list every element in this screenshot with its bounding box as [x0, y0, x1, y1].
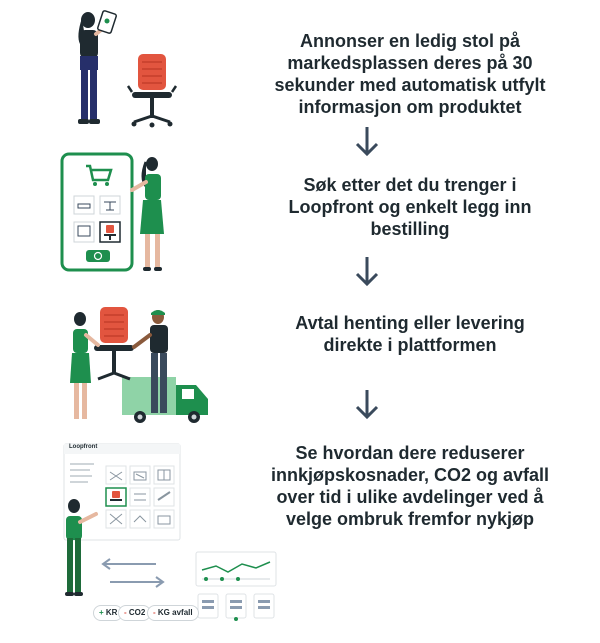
arrow-down-icon	[355, 127, 379, 157]
badge-kg-avfall: - KG avfall	[147, 605, 199, 621]
arrow-down-icon	[355, 390, 379, 420]
badge-co2: - CO2	[118, 605, 152, 621]
illustration-list-chair	[62, 8, 192, 133]
step-4-text: Se hvordan dere reduserer innkjøpskosnad…	[270, 443, 550, 529]
illustration-delivery	[62, 305, 214, 427]
dashboard-logo: Loopfront	[69, 444, 98, 450]
step-3-text: Avtal henting eller levering direkte i p…	[295, 313, 525, 355]
step-1-text: Annonser en ledig stol på markedsplassen…	[274, 31, 546, 117]
illustration-dashboard	[56, 442, 280, 638]
illustration-order-tablet	[60, 152, 172, 274]
step-2-text: Søk etter det du trenger i Loopfront og …	[288, 175, 532, 239]
badge-kr: + KR	[93, 605, 124, 621]
arrow-down-icon	[355, 257, 379, 287]
